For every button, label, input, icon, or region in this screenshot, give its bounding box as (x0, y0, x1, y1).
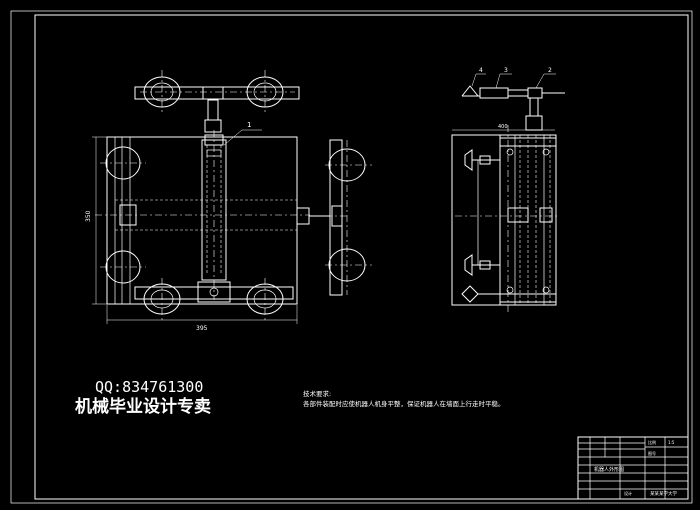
side-part-label-2: 2 (548, 67, 552, 74)
height-dimension: 350 (85, 210, 92, 222)
side-view: 4 3 2 400 (451, 67, 565, 312)
width-dimension: 395 (196, 325, 208, 332)
side-dimension: 400 (498, 124, 508, 130)
title-scale: 1:5 (668, 440, 675, 445)
front-view: 1 395 350 (85, 70, 330, 332)
bottom-beam (134, 286, 294, 300)
right-beam-view (325, 139, 372, 296)
title-tiny-2: 图号 (648, 450, 656, 456)
side-body (451, 134, 557, 306)
front-part-label-1: 1 (247, 121, 251, 129)
school-name: 某某某学大学 (650, 490, 677, 497)
notes-line-1: 各部件装配时应使机器人机身平整，保证机器人在墙面上行走时平稳。 (303, 399, 505, 408)
watermark-slogan: 机械毕业设计专卖 (75, 396, 211, 417)
top-clamp (202, 86, 224, 100)
designer-label: 设计 (624, 490, 632, 496)
notes-heading: 技术要求: (303, 389, 331, 398)
side-part-label-3: 3 (504, 67, 508, 74)
side-part-label-4: 4 (479, 67, 483, 74)
title-tiny-1: 比例 (648, 439, 656, 445)
inner-frame (34, 14, 689, 500)
drawing-name: 机器人外形图 (594, 466, 624, 473)
outer-frame (10, 10, 693, 504)
title-block: 比例 图号 1:5 机器人外形图 设计 某某某学大学 (577, 436, 689, 500)
watermark-qq: QQ:834761300 (95, 378, 203, 396)
